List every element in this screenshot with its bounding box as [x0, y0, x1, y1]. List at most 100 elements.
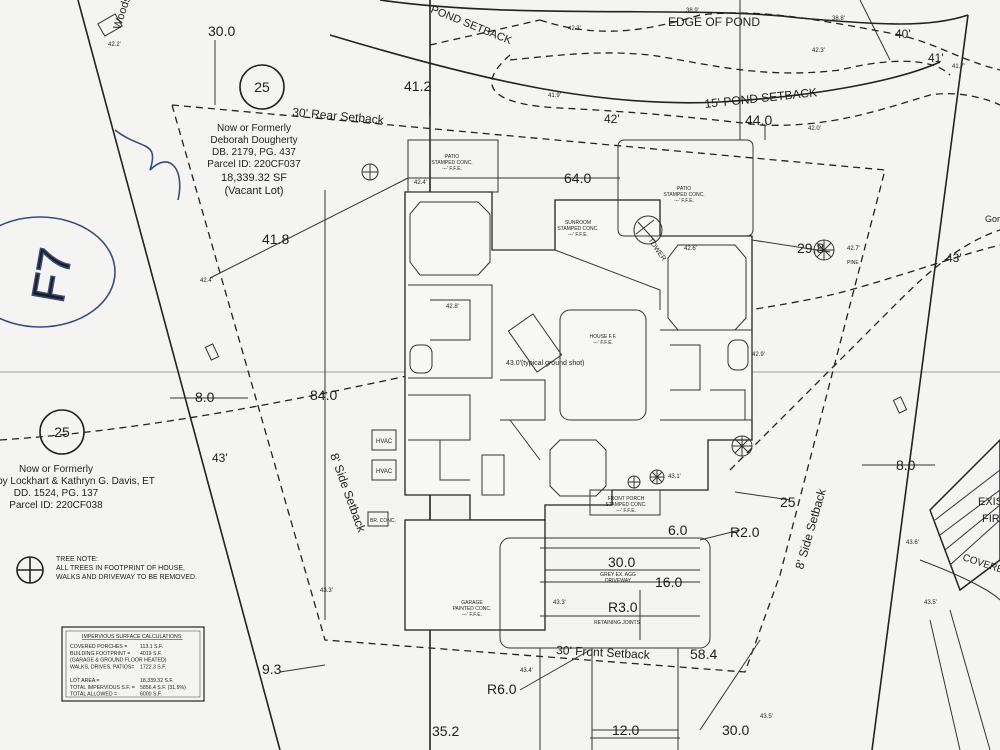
dim-12-0: 12.0: [612, 722, 639, 738]
dim-16-0: 16.0: [655, 574, 682, 590]
tree-icon-porch: [649, 469, 665, 485]
dim-r2-0: R2.0: [730, 524, 760, 540]
fir-label: FIR: [982, 513, 1000, 525]
patio-right-ffe: ---' F.F.E.: [674, 198, 694, 204]
edge-of-pond-line: [379, 0, 969, 25]
handwritten-marks: [0, 129, 181, 328]
tree-note: TREE NOTE: ALL TREES IN FOOTPRINT OF HOU…: [56, 556, 197, 581]
patio-left-label: PATIO: [445, 154, 459, 160]
front-porch-ffe: ---' F.F.E.: [616, 508, 636, 514]
contour-41: [509, 52, 951, 76]
handwritten-circle: [0, 216, 116, 328]
contour-42-label: 42': [604, 112, 620, 126]
east-walk-lines: [929, 609, 991, 750]
handwritten-scribble: [114, 129, 181, 201]
tree-icon-east: [731, 435, 753, 457]
impervious-row-label: (GARAGE & GROUND FLOOR HEATED): [70, 658, 167, 664]
hvac-label-1: HVAC: [376, 439, 393, 445]
dim-84-0: 84.0: [310, 387, 337, 403]
tub-left: [409, 344, 433, 374]
deed-upper: DB. 2179, PG. 437: [212, 147, 296, 158]
existing-hatch: [934, 469, 1000, 566]
dim-29-8: 29.8: [797, 240, 824, 256]
spot-42-7: 42.7': [847, 246, 860, 252]
front-octagon-room: [549, 439, 607, 497]
dim-line-r6: [519, 649, 591, 691]
dim-6-0: 6.0: [668, 522, 688, 538]
parcel-id-lower: Parcel ID: 220CF038: [9, 500, 103, 511]
patio-right-sub: STAMPED CONC.: [663, 192, 704, 198]
dim-25: 25: [780, 494, 796, 510]
hvac-label-2: HVAC: [376, 469, 393, 475]
exist-label: EXIS: [978, 496, 1000, 508]
impervious-row-value: 1722.3 S.F.: [140, 664, 166, 670]
patio-left-sub: STAMPED CONC.: [431, 160, 472, 166]
dimension-labels: 30.0 41.2 44.0 64.0 41.8 84.0 8.0 8.0 29…: [195, 23, 916, 739]
impervious-row-label: LOT AREA =: [70, 678, 99, 684]
spot-42-4b: 42.4': [200, 278, 213, 284]
dim-line-9-3: [279, 664, 326, 673]
house-footprint: [367, 139, 754, 631]
impervious-table: IMPERVIOUS SURFACE CALCULATIONS: COVERED…: [70, 634, 186, 698]
dimension-lines: [170, 40, 935, 731]
impervious-row-label: TOTAL IMPERVIOUS S.F. =: [70, 685, 135, 691]
tree-icon-nw: [361, 163, 379, 181]
contour-43: [0, 244, 1000, 441]
owner-lower: by Lockhart & Kathryn G. Davis, ET: [0, 476, 155, 487]
area-upper: 18,339.32 SF: [221, 172, 287, 184]
dim-41-2: 41.2: [404, 78, 431, 94]
dim-line-41-8: [209, 177, 409, 279]
covered-label: COVERE: [961, 552, 1000, 576]
hvac-unit-2: [371, 459, 397, 481]
parcel-lower-block: 25 Now or Formerly by Lockhart & Kathryn…: [0, 424, 155, 511]
dim-41-8: 41.8: [262, 231, 289, 247]
sunroom-label: SUNROOM: [565, 220, 591, 226]
impervious-row-value: 5856.4 S.F. (31.9%): [140, 685, 186, 691]
stairs: [481, 454, 505, 496]
impervious-row-label: TOTAL ALLOWED =: [70, 692, 117, 698]
spot-43-5b: 43.5': [924, 600, 937, 606]
driveway-label: GREY EX. AGG: [600, 572, 636, 578]
contour-43-east: [729, 229, 1000, 471]
dim-35-2: 35.2: [432, 723, 459, 739]
br-conc-label: BR. CONC.: [370, 518, 396, 524]
patio-right-label: PATIO: [677, 186, 691, 192]
contour-42: [491, 54, 1000, 126]
owner-prefix-upper: Now or Formerly: [217, 123, 291, 134]
existing-building-outline: [929, 438, 1000, 592]
spot-43-5a: 43.5': [760, 714, 773, 720]
spot-43-4: 43.4': [520, 668, 533, 674]
hvac-unit-1: [371, 429, 397, 451]
driveway-sub: DRIVEWAY: [605, 578, 632, 584]
front-porch-label: FRONT PORCH: [608, 496, 645, 502]
owner-upper: Deborah Dougherty: [210, 135, 297, 146]
dim-30-top: 30.0: [208, 23, 235, 39]
dim-r6-0: R6.0: [487, 681, 517, 697]
status-upper: (Vacant Lot): [224, 185, 283, 197]
spot-43-3a: 43.3': [320, 588, 333, 594]
spot-41-9: 41.9': [548, 93, 561, 99]
woods-label: Woods: [111, 0, 133, 31]
edge-of-pond-label: EDGE OF POND: [668, 15, 760, 29]
dim-30-0-drive: 30.0: [608, 554, 635, 570]
room-labels: PATIO STAMPED CONC. ---' F.F.E. SUNROOM …: [370, 154, 705, 626]
owner-prefix-lower: Now or Formerly: [19, 464, 93, 475]
parcel-upper-block: 25 Now or Formerly Deborah Dougherty DB.…: [207, 79, 301, 197]
contour-43-right-label: 43': [946, 251, 962, 265]
parcel-id-upper: Parcel ID: 220CF037: [207, 159, 301, 170]
spot-38-9: 38.9': [686, 8, 699, 14]
existing-structure: [919, 438, 1000, 750]
side-setback-right-label: 8' Side Setback: [792, 486, 829, 571]
dim-58-4: 58.4: [690, 646, 717, 662]
dim-line-25: [734, 491, 791, 501]
impervious-row-value: 4019 S.F.: [140, 651, 162, 657]
interior-walls-left: [408, 284, 493, 481]
spot-42-2: 42.2': [108, 42, 121, 48]
kitchen-island: [507, 313, 563, 373]
spot-42-4a: 42.4': [414, 180, 427, 186]
marker-west: [204, 343, 220, 361]
dim-44-0: 44.0: [745, 112, 772, 128]
interior-walls-right: [660, 329, 753, 421]
patio-right: [617, 139, 754, 237]
west-property-line: [77, 0, 281, 750]
